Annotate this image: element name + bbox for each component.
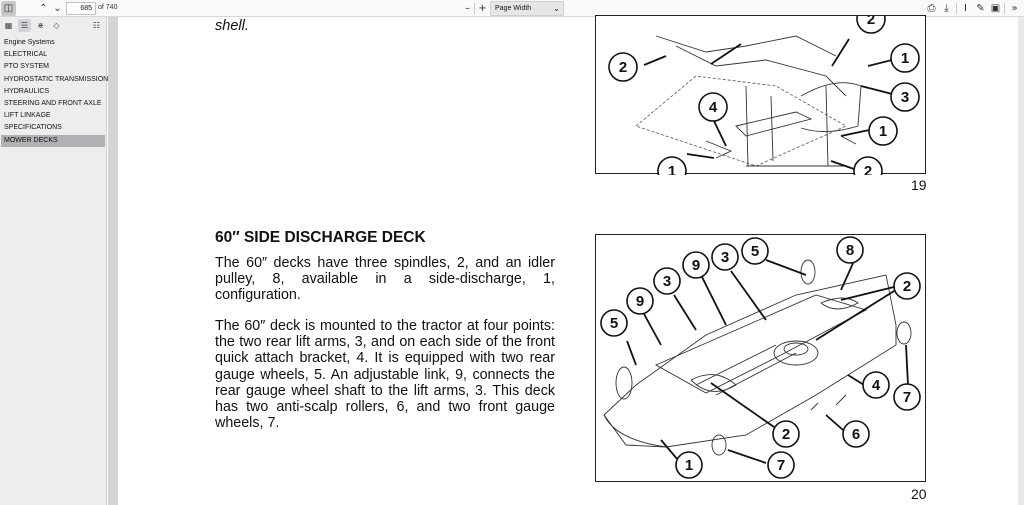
callout-2: 2 xyxy=(893,272,921,300)
svg-text:1: 1 xyxy=(879,123,887,140)
outline-item-pto-system[interactable]: PTO SYSTEM xyxy=(4,63,49,71)
outline-icon[interactable]: ☰ xyxy=(18,19,31,32)
callout-7: 7 xyxy=(893,383,921,411)
callout-8: 8 xyxy=(836,236,864,264)
svg-text:3: 3 xyxy=(721,249,729,266)
outline-item-specifications[interactable]: SPECIFICATIONS xyxy=(4,124,62,132)
svg-text:9: 9 xyxy=(692,257,700,274)
svg-text:3: 3 xyxy=(663,273,671,290)
sidebar-toggle-icon[interactable]: ◫ xyxy=(1,1,16,16)
callout-2: 2 xyxy=(608,52,638,82)
print-icon[interactable]: ⎙ xyxy=(927,3,936,14)
thumbnails-icon[interactable]: ▦ xyxy=(4,21,13,30)
save-icon[interactable]: ⤓ xyxy=(944,3,949,14)
toolbar-separator xyxy=(474,3,475,14)
sidebar: ▦ ☰ ⋇ ◇ ☷ Engine Systems ELECTRICAL PTO … xyxy=(0,17,113,505)
continued-text: shell. xyxy=(215,18,249,34)
draw-icon[interactable]: ✎ xyxy=(976,3,985,14)
svg-text:7: 7 xyxy=(777,457,785,474)
svg-text:1: 1 xyxy=(901,50,909,67)
outline-item-mower-decks[interactable]: MOWER DECKS xyxy=(1,134,105,147)
toolbar-separator xyxy=(1004,3,1005,14)
figure-20-side-discharge-deck: 5 8 9 3 2 9 3 5 7 4 6 2 7 1 xyxy=(595,234,926,482)
outline-item-hydraulics[interactable]: HYDRAULICS xyxy=(4,87,50,95)
document-viewer[interactable]: shell. 2 xyxy=(108,4,1024,505)
zoom-select[interactable]: Page Width ⌄ xyxy=(490,1,564,16)
svg-text:1: 1 xyxy=(668,163,676,175)
page-number-20: 20 xyxy=(911,486,927,502)
outline-item-electrical[interactable]: ELECTRICAL xyxy=(4,51,48,59)
callout-9: 9 xyxy=(626,287,654,315)
svg-text:2: 2 xyxy=(864,163,872,175)
image-icon[interactable]: ▣ xyxy=(990,3,1001,14)
svg-text:8: 8 xyxy=(846,242,854,259)
svg-text:7: 7 xyxy=(903,389,911,406)
vertical-scrollbar[interactable] xyxy=(1018,17,1024,505)
current-outline-item-icon[interactable]: ☷ xyxy=(92,21,101,30)
callout-2: 2 xyxy=(772,420,800,448)
callout-1: 1 xyxy=(675,451,703,479)
callout-1: 1 xyxy=(657,156,687,186)
text-cursor-icon[interactable]: I xyxy=(964,3,967,14)
callout-2: 2 xyxy=(853,156,883,186)
callout-4: 4 xyxy=(698,92,728,122)
svg-text:1: 1 xyxy=(685,457,693,474)
callout-3: 3 xyxy=(711,243,739,271)
callout-5: 5 xyxy=(741,237,769,265)
callout-3: 3 xyxy=(890,82,920,112)
page-count: of 740 xyxy=(98,4,118,11)
svg-text:2: 2 xyxy=(867,16,875,28)
page-number-19: 19 xyxy=(911,177,927,193)
page-number-input[interactable]: 685 xyxy=(66,2,96,15)
zoom-in-icon[interactable]: + xyxy=(478,3,487,14)
svg-text:9: 9 xyxy=(636,293,644,310)
paragraph-2: The 60″ deck is mounted to the tractor a… xyxy=(215,318,555,432)
zoom-out-icon[interactable]: – xyxy=(465,3,470,14)
svg-text:4: 4 xyxy=(872,377,881,394)
callout-1: 1 xyxy=(868,116,898,146)
callout-4: 4 xyxy=(862,371,890,399)
callout-3: 3 xyxy=(653,267,681,295)
svg-text:5: 5 xyxy=(610,315,618,332)
callout-5: 5 xyxy=(600,309,628,337)
outline-list: Engine Systems ELECTRICAL PTO SYSTEM HYD… xyxy=(1,37,113,147)
outline-item-lift-linkage[interactable]: LIFT LINKAGE xyxy=(4,112,51,120)
svg-text:5: 5 xyxy=(751,243,759,260)
svg-text:6: 6 xyxy=(852,426,860,443)
svg-text:2: 2 xyxy=(619,59,627,76)
svg-text:2: 2 xyxy=(903,278,911,295)
callout-2: 2 xyxy=(856,4,886,34)
attachments-icon[interactable]: ⋇ xyxy=(37,21,44,30)
chevron-right-double-icon[interactable]: » xyxy=(1011,3,1018,14)
toolbar-separator xyxy=(956,3,957,14)
callout-6: 6 xyxy=(842,420,870,448)
toolbar: ◫ ⌃ ⌄ 685 of 740 – + Page Width ⌄ ⎙ ⤓ I ✎… xyxy=(0,0,1024,17)
svg-text:4: 4 xyxy=(709,99,718,116)
outline-item-hydrostatic-transmissions[interactable]: HYDROSTATIC TRANSMISSIONS xyxy=(4,75,113,83)
svg-text:3: 3 xyxy=(901,89,909,106)
callout-9: 9 xyxy=(682,251,710,279)
outline-item-engine-systems[interactable]: Engine Systems xyxy=(4,39,55,46)
pdf-page: shell. 2 xyxy=(118,4,1018,505)
paragraph-1: The 60″ decks have three spindles, 2, an… xyxy=(215,255,555,304)
section-heading: 60″ SIDE DISCHARGE DECK xyxy=(215,229,426,246)
chevron-down-icon: ⌄ xyxy=(553,4,560,13)
outline-item-steering-front-axle[interactable]: STEERING AND FRONT AXLE xyxy=(4,99,102,107)
zoom-value: Page Width xyxy=(495,5,532,12)
next-page-icon[interactable]: ⌄ xyxy=(53,3,62,14)
svg-text:2: 2 xyxy=(782,426,790,443)
callout-7: 7 xyxy=(767,451,795,479)
previous-page-icon[interactable]: ⌃ xyxy=(39,3,48,14)
figure-19-deck-diagram: 2 2 1 3 4 1 1 2 xyxy=(595,4,926,186)
sidebar-tabs: ▦ ☰ ⋇ ◇ ☷ xyxy=(0,17,107,35)
callout-1: 1 xyxy=(890,43,920,73)
layers-icon[interactable]: ◇ xyxy=(53,21,60,30)
